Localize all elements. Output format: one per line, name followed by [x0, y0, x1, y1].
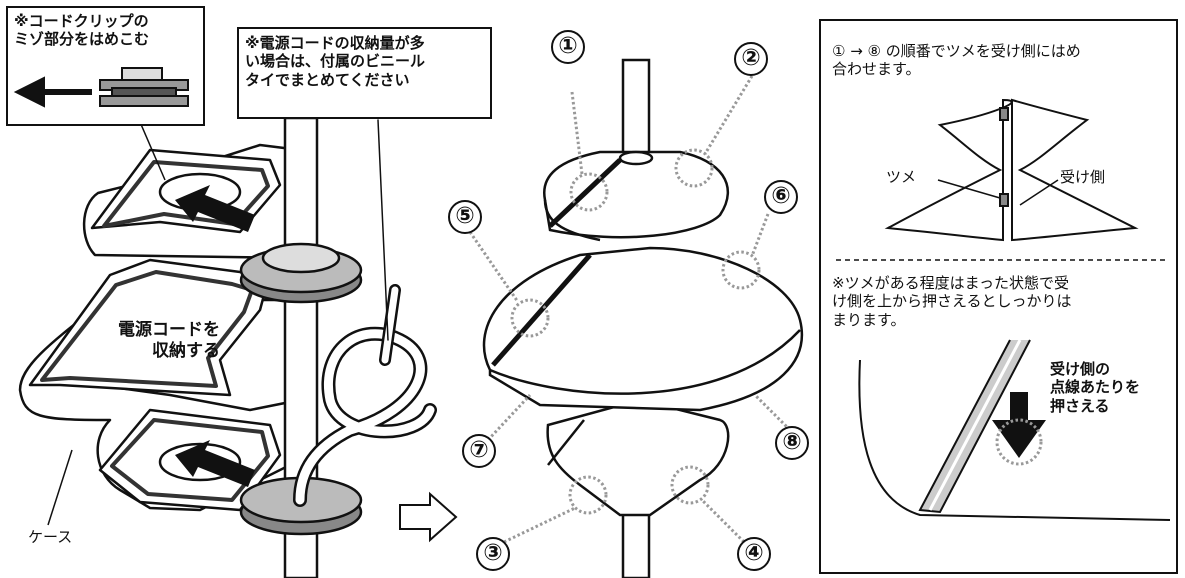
press-label: 受け側の 点線あたりを 押さえる [1050, 360, 1141, 415]
store-cord-label: 電源コードを 収納する [118, 320, 220, 361]
clip-inset [13, 67, 189, 108]
case-label: ケース [28, 528, 73, 546]
next-step-arrow [399, 491, 458, 543]
cord-note-box [237, 27, 492, 119]
marker-6: ⑥ [764, 180, 798, 214]
position-markers [468, 75, 792, 544]
clip-callout-line [139, 121, 166, 181]
cord-clips [239, 242, 363, 536]
uke-pointer [1019, 179, 1059, 206]
cord-note: ※電源コードの収納量が多 い場合は、付属のビニール タイでまとめてください [245, 34, 426, 89]
cone-stack [482, 58, 803, 578]
press-arrow [992, 392, 1046, 458]
marker-3: ③ [476, 537, 510, 571]
uke-label: 受け側 [1060, 168, 1106, 186]
press-marker [995, 418, 1043, 466]
tsume-label: ツメ [886, 168, 917, 186]
tsume-pointer [937, 179, 1001, 199]
insert-arrows [175, 185, 255, 487]
marker-7: ⑦ [462, 434, 496, 468]
case-callout-line [47, 449, 73, 526]
coiled-cord [293, 119, 437, 507]
order-instruction: ① → ⑧ の順番でツメを受け側にはめ 合わせます。 [832, 42, 1081, 79]
fitting-note: ※ツメがある程度はまった状態で受 け側を上から押さえるとしっかりは まります。 [832, 274, 1072, 329]
clip-note: ※コードクリップの ミゾ部分をはめこむ [14, 12, 150, 49]
marker-5: ⑤ [448, 200, 482, 234]
claw-detail [884, 98, 1139, 242]
press-detail [858, 339, 1171, 521]
marker-4: ④ [737, 537, 771, 571]
marker-2: ② [734, 42, 768, 76]
marker-1: ① [551, 30, 585, 64]
marker-8: ⑧ [775, 426, 809, 460]
